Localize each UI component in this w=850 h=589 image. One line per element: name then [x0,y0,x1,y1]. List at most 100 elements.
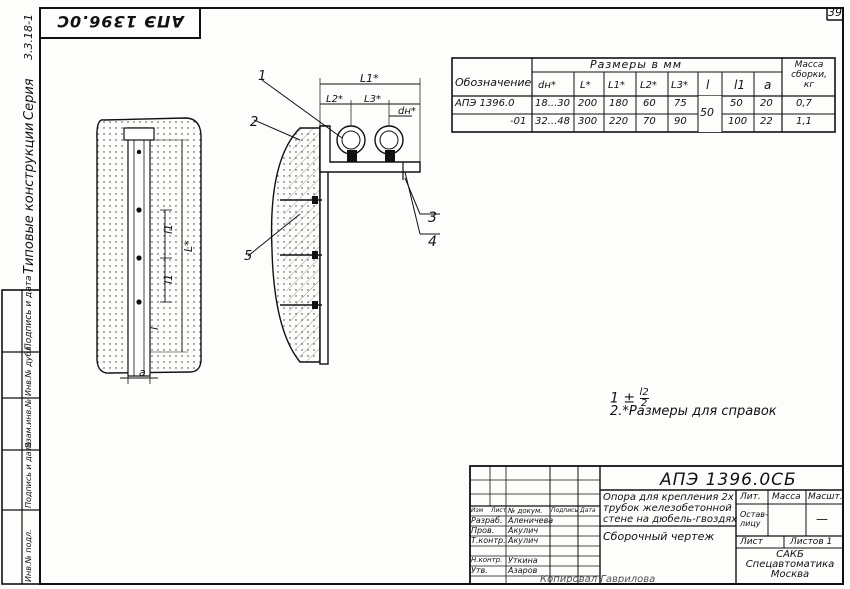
title-sheet-label: Лист [740,537,763,547]
callout-4: 4 [428,234,437,250]
top-stamp-box [39,7,201,39]
spec-row1-l: 50 [700,106,714,119]
staff-role-2: Пров. [471,526,495,535]
note-1-fraction: l2 2 [639,387,649,409]
spec-row2-a: 22 [760,116,773,127]
staff-role-4: Н.контр. [471,556,503,564]
title-line-3: стене на дюбель-гвоздях [603,514,738,525]
staff-name-4: Уткина [508,556,538,565]
callout-1: 1 [258,69,266,84]
side-typical-label: Типовые конструкции [22,122,37,274]
title-org: САКБ Спецавтоматика Москва [740,550,840,580]
dim-l1-front: l1 [162,224,175,234]
spec-row1-dn: 18...30 [535,98,570,109]
title-block-code: АПЭ 1396.0СБ [660,470,797,490]
title-scale-value: — [816,512,828,526]
dim-l-front: l [148,327,161,330]
spec-col-l: l [706,78,710,92]
spec-row2-L3: 90 [674,116,687,127]
staff-role-3: Т.контр. [471,536,506,545]
title-line-2: трубок железобетонной [603,503,732,514]
org-line-2: Спецавтоматика [745,559,835,570]
spec-row1-L: 200 [578,98,598,109]
staff-name-5: Азаров [508,566,538,575]
spec-row2-dn: 32...48 [535,116,570,127]
callout-3: 3 [428,210,437,226]
staff-role-1: Разраб. [471,516,503,525]
spec-row2-L2: 70 [643,116,656,127]
title-mass-value: Остав-лицу [740,510,768,528]
front-view [96,117,202,384]
spec-row1-L1: 180 [609,98,629,109]
spec-col-a: a [764,78,772,92]
tb-head-list: Лист [491,507,507,514]
strip-label-orig: Инв.№ подл. [24,529,33,582]
spec-col-l1: l1 [734,78,745,92]
strip-label-replace: Взам.инв.№ [24,398,33,448]
spec-row2-mass: 1,1 [796,116,812,127]
spec-row1-mass: 0,7 [796,98,812,109]
title-line-1: Опора для крепления 2х [603,492,734,503]
title-sheets-label: Листов 1 [790,537,833,547]
title-block-subtitle: Сборочный чертеж [603,530,715,543]
title-lit-label: Лит. [740,492,761,502]
spec-row1-L2: 60 [643,98,656,109]
staff-name-3: Акулич [508,536,539,545]
strip-label-dupl: Инв.№ дубл. [24,343,33,396]
spec-row1-designation: АПЭ 1396.0 [455,98,515,109]
dim-L2: L2* [326,94,343,105]
tb-head-doc: № докум. [508,507,543,515]
spec-row1-L3: 75 [674,98,687,109]
staff-name-1: Аленичева [508,516,554,525]
tb-head-date: Дата [580,507,596,514]
spec-col-designation: Обозначение [455,76,532,89]
dim-a-front: a [139,366,146,379]
dim-l1b-front: l1 [162,274,175,284]
left-strip [1,289,41,585]
side-series-code: 3.3.18-1 [22,14,35,60]
strip-label-sign-date-2: Подпись и дата [24,441,33,508]
note-1-frac-den: 2 [640,398,648,409]
note-1-frac-num: l2 [639,387,649,399]
strip-label-sign-date-1: Подпись и дата [24,275,34,350]
staff-role-5: Утв. [471,566,488,575]
spec-table-grid [451,57,836,133]
callout-5: 5 [244,249,252,264]
note-1-text: 1 ± [610,390,636,407]
note-2: 2.*Размеры для справок [610,404,777,419]
spec-row1-l1: 50 [730,98,743,109]
org-line-1: САКБ [776,549,804,560]
spec-row2-l1: 100 [728,116,748,127]
title-block-title: Опора для крепления 2х трубок железобето… [603,492,737,525]
dim-dn: dн* [398,106,416,117]
spec-col-L: L* [580,80,591,91]
spec-col-dn: dн* [538,80,556,91]
dim-L1: L1* [360,72,379,85]
dim-L-front: L* [182,240,195,252]
spec-col-mass: Масса сборки, кг [791,60,827,90]
sheet-number: 39 [828,6,842,19]
note-1: 1 ± l2 2 [610,388,649,409]
tb-head-sign: Подпись [551,507,578,514]
title-scale-label: Масшт. [808,492,843,502]
spec-row1-a: 20 [760,98,773,109]
callout-2: 2 [250,115,258,130]
title-block-grid [469,465,844,585]
spec-header-group: Размеры в мм [590,58,683,71]
spec-col-L1: L1* [608,80,625,91]
tb-head-izm: Изм [471,507,484,514]
spec-row2-designation: -01 [510,116,527,127]
org-line-3: Москва [770,569,810,580]
spec-row2-L1: 220 [609,116,629,127]
side-section [247,78,440,365]
title-mass-label: Масса [772,492,801,502]
bottom-copied-by: Копировал Гаврилова [540,574,656,585]
staff-name-2: Акулич [508,526,539,535]
dim-L3: L3* [364,94,381,105]
side-series-label: Серия [22,78,37,120]
spec-row2-L: 300 [578,116,598,127]
spec-col-L3: L3* [671,80,688,91]
top-stamp-code: АПЭ 1396.0С [56,12,184,31]
